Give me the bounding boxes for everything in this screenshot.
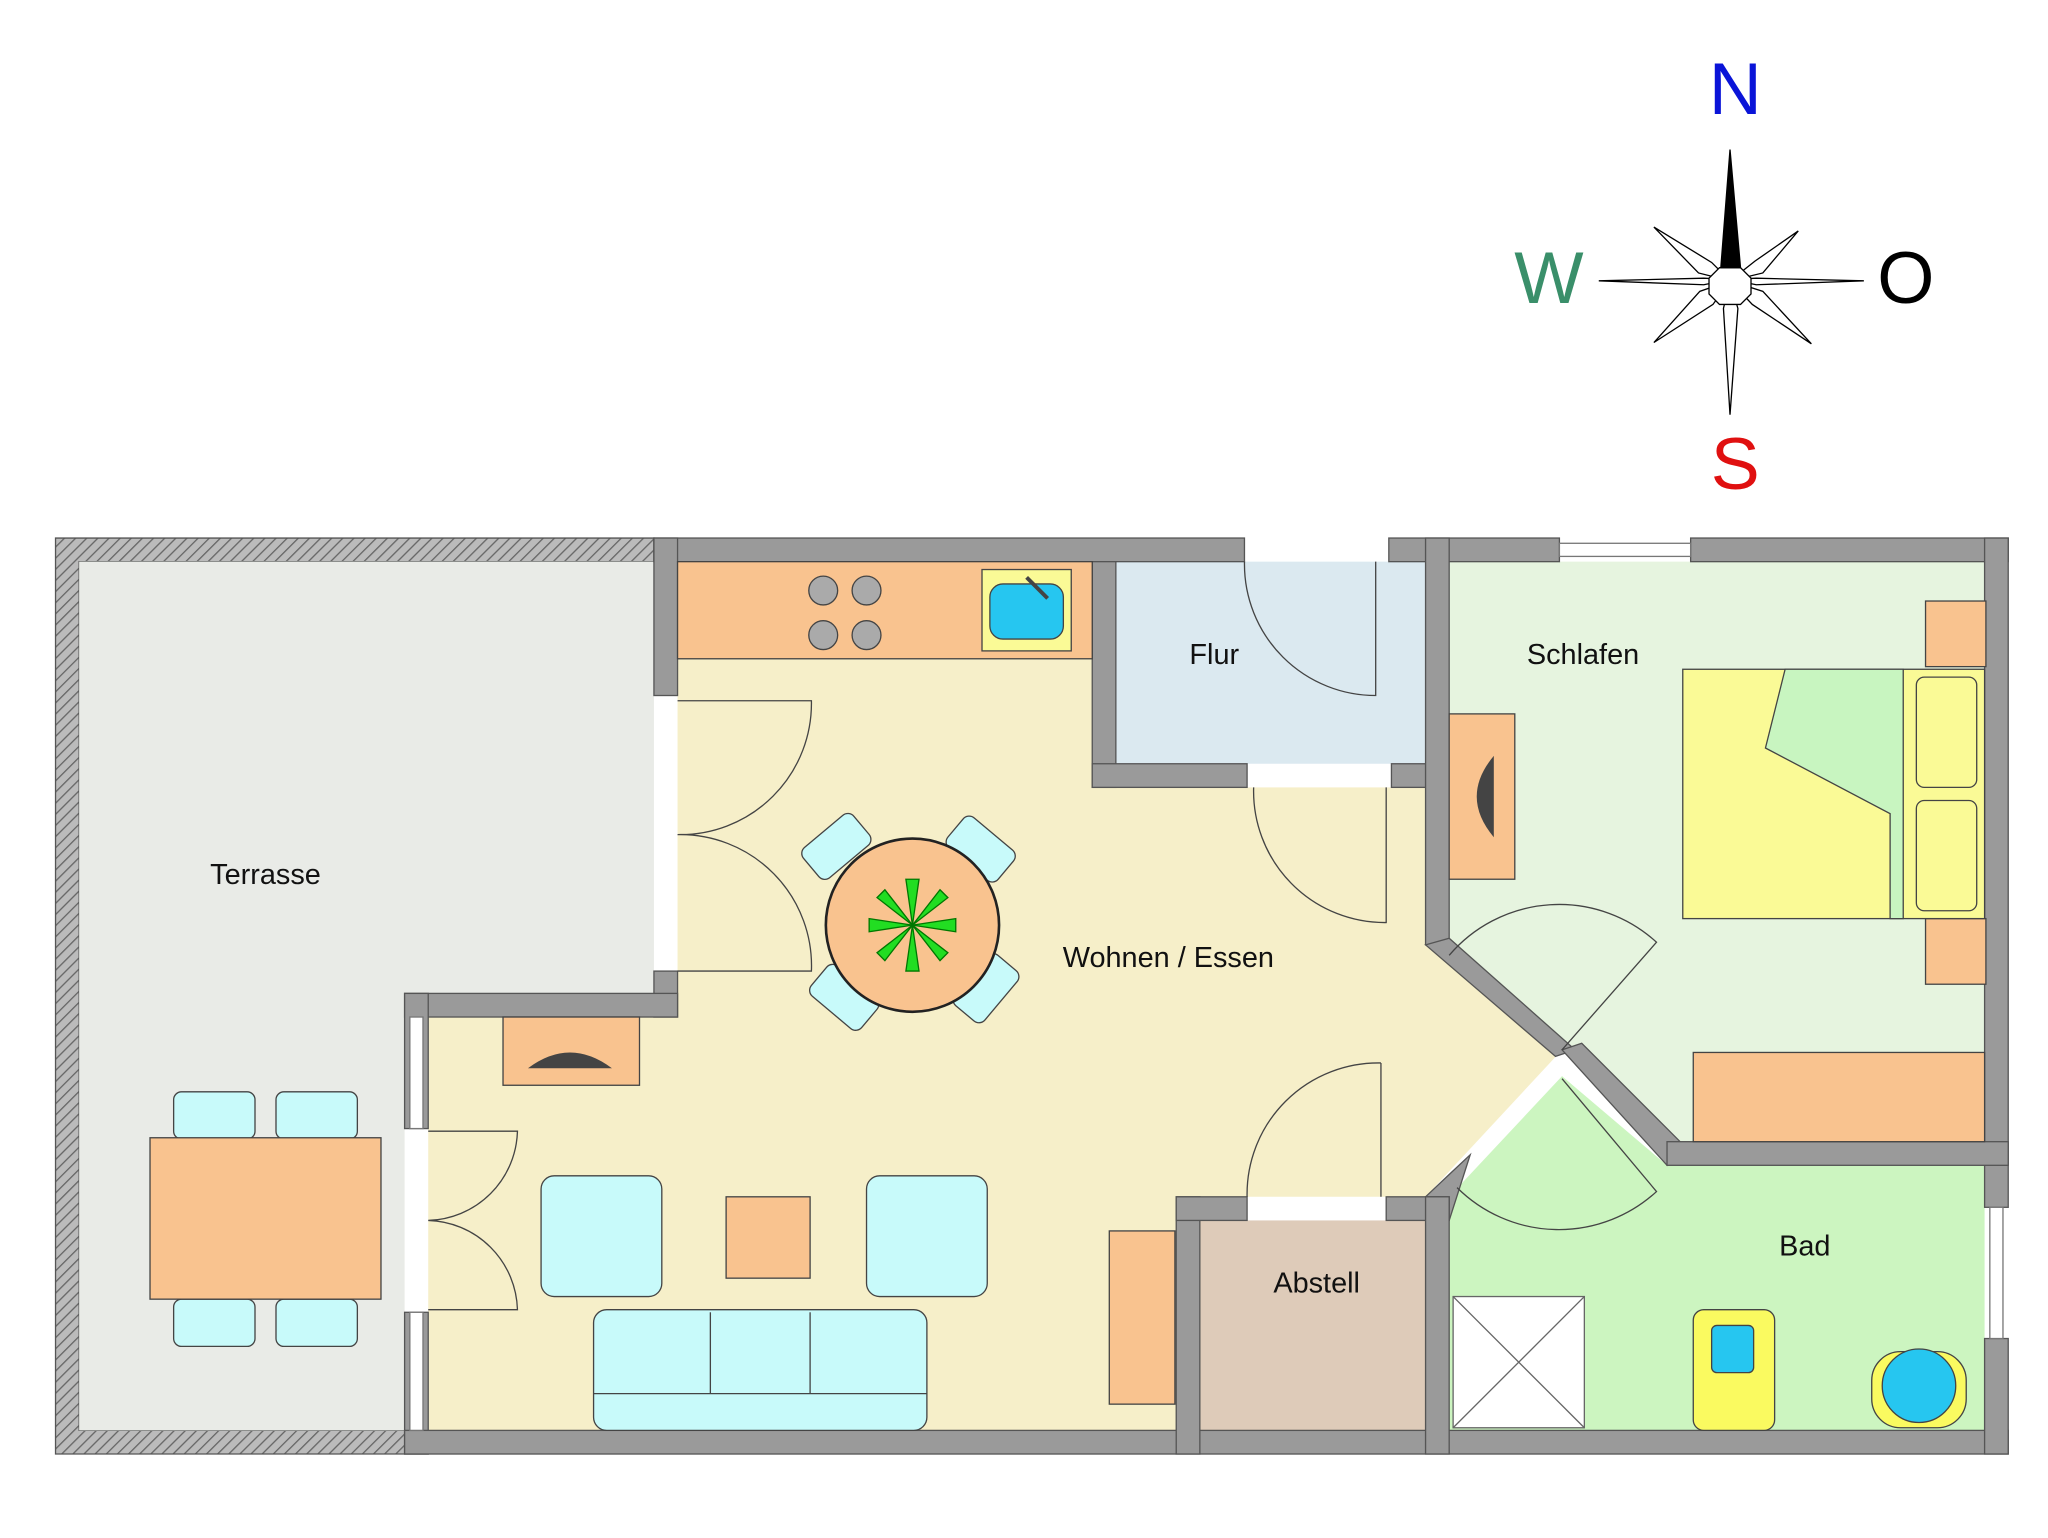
wardrobe	[1692, 1051, 1986, 1143]
bedroom-door[interactable]	[1448, 903, 1658, 1051]
sofa-set	[540, 1175, 988, 1432]
hallway-door[interactable]	[1243, 561, 1377, 697]
compass-north-label: N	[1709, 47, 1762, 130]
tv-stand-bedroom	[1448, 713, 1516, 880]
room-label-hallway: Flur	[1189, 639, 1239, 671]
terrace-double-door-south[interactable]	[428, 1130, 519, 1311]
washbasin-icon	[1871, 1348, 1967, 1429]
tv-icon	[527, 1052, 612, 1069]
room-label-terrace: Terrasse	[210, 859, 321, 891]
plant-icon	[868, 878, 957, 972]
terrace-double-door-north[interactable]	[677, 700, 813, 972]
bath-door[interactable]	[1456, 1078, 1658, 1231]
hallway-floor	[1115, 561, 1426, 764]
living-cabinet	[1108, 1230, 1176, 1405]
room-label-storage: Abstell	[1273, 1267, 1360, 1299]
toilet-icon	[1692, 1309, 1776, 1432]
storage-floor	[1199, 1220, 1426, 1431]
shower-icon	[1452, 1295, 1586, 1429]
compass-south-label: S	[1711, 422, 1760, 505]
room-label-bedroom: Schlafen	[1527, 639, 1639, 671]
storage-door[interactable]	[1246, 1062, 1382, 1197]
doors	[428, 561, 1658, 1311]
stove-icon	[808, 575, 882, 651]
tv-stand-living	[502, 1016, 641, 1086]
living-door[interactable]	[1252, 787, 1387, 924]
bed	[1682, 600, 1987, 985]
compass-east-label: O	[1877, 236, 1934, 319]
compass-west-label: W	[1514, 236, 1584, 319]
terrace-table	[149, 1091, 382, 1348]
walls	[403, 537, 2009, 1455]
dining-table	[801, 812, 1020, 1031]
compass-rose: N S W O	[1514, 47, 1934, 505]
compass-star-icon	[1598, 149, 1864, 415]
kitchen-counter	[676, 561, 1093, 660]
room-label-living: Wohnen / Essen	[1063, 942, 1274, 974]
sink-icon	[981, 568, 1072, 652]
room-label-bath: Bad	[1779, 1231, 1830, 1263]
tv-icon	[1476, 755, 1494, 838]
